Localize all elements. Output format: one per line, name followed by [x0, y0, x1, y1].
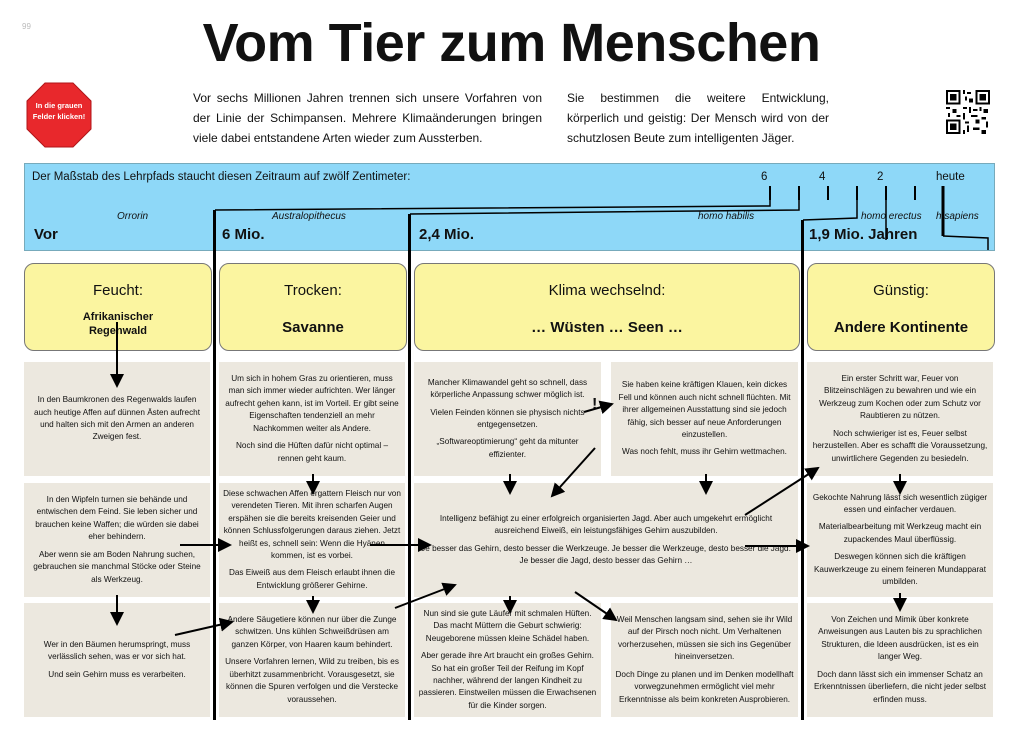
- info-cell-r1c4[interactable]: Ein erster Schritt war, Feuer von Blitze…: [807, 362, 993, 476]
- era-vor: Vor: [34, 226, 58, 243]
- species-australopithecus: Australopithecus: [272, 211, 346, 222]
- cell-paragraph: Intelligenz befähigt zu einer erfolgreic…: [439, 513, 773, 536]
- cell-paragraph: Mancher Klimawandel geht so schnell, das…: [427, 377, 588, 400]
- cell-paragraph: Um sich in hohem Gras zu orientieren, mu…: [225, 374, 399, 433]
- climate-sub: Andere Kontinente: [833, 319, 969, 336]
- cell-paragraph: Ein erster Schritt war, Feuer von Blitze…: [819, 374, 981, 421]
- climate-sub: Savanne: [282, 319, 344, 336]
- info-cell-r3c1[interactable]: Wer in den Bäumen herumspringt, muss ver…: [24, 603, 210, 717]
- page-number: 99: [22, 22, 31, 31]
- species-orrorin: Orrorin: [117, 211, 149, 222]
- climate-heading: Trocken:: [284, 282, 342, 299]
- cell-paragraph: Doch Dinge zu planen und im Denken model…: [615, 669, 794, 704]
- intro-left: Vor sechs Millionen Jahren trennen sich …: [193, 91, 542, 145]
- tick-label-heute: heute: [936, 171, 965, 183]
- badge-line1: In die grauen: [35, 101, 83, 110]
- hint-badge: In die grauen Felder klicken!: [26, 82, 92, 148]
- cell-paragraph: Von Zeichen und Mimik über konkrete Anwe…: [818, 615, 982, 662]
- era-divider-1-9: [801, 220, 804, 720]
- species-homo-erectus: homo erectus: [861, 211, 922, 222]
- cell-paragraph: Gekochte Nahrung lässt sich wesentlich z…: [812, 492, 988, 514]
- tick-label-6: 6: [761, 171, 768, 183]
- qr-code-icon[interactable]: [946, 90, 990, 134]
- badge-line2: Felder klicken!: [32, 112, 86, 121]
- cell-paragraph: Aber gerade ihre Art braucht ein großes …: [418, 651, 597, 710]
- climate-box-feucht: Feucht: Afrikanischer Regenwald: [24, 263, 212, 351]
- info-cell-r2c1[interactable]: In den Wipfeln turnen sie behände und en…: [24, 483, 210, 597]
- cell-paragraph: Noch schwieriger ist es, Feuer selbst he…: [812, 428, 988, 463]
- info-cell-r2c2[interactable]: Diese schwachen Affen ergattern Fleisch …: [219, 483, 405, 597]
- cell-paragraph: Aber wenn sie am Boden Nahrung suchen, g…: [33, 549, 201, 584]
- climate-heading: Feucht:: [92, 282, 144, 299]
- species-homo-sapiens: h.sapiens: [936, 211, 979, 222]
- info-cell-r1c1[interactable]: In den Baumkronen des Regenwalds laufen …: [24, 362, 210, 476]
- climate-box-wechselnd: Klima wechselnd: … Wüsten … Seen …: [414, 263, 800, 351]
- exclamation-mark: !: [592, 396, 598, 413]
- cell-paragraph: Deswegen können sich die kräftigen Kauwe…: [813, 552, 987, 587]
- cell-paragraph: Vielen Feinden können sie physisch nicht…: [430, 407, 585, 429]
- cell-paragraph: Was noch fehlt, muss ihr Gehirn wettmach…: [622, 447, 787, 457]
- badge-text: In die grauen Felder klicken!: [26, 100, 92, 122]
- climate-sub: Afrikanischer Regenwald: [82, 311, 154, 337]
- info-cell-r2c4[interactable]: Gekochte Nahrung lässt sich wesentlich z…: [807, 483, 993, 597]
- tick-label-4: 4: [819, 171, 826, 183]
- cell-paragraph: Sie haben keine kräftigen Klauen, kein d…: [618, 380, 791, 439]
- info-cell-r1c2[interactable]: Um sich in hohem Gras zu orientieren, mu…: [219, 362, 405, 476]
- cell-paragraph: Unsere Vorfahren lernen, Wild zu treiben…: [225, 657, 399, 704]
- cell-paragraph: Materialbearbeitung mit Werkzeug macht e…: [818, 522, 982, 544]
- cell-paragraph: Noch sind die Hüften dafür nicht optimal…: [235, 441, 388, 463]
- climate-heading: Klima wechselnd:: [548, 282, 666, 299]
- cell-paragraph: In den Baumkronen des Regenwalds laufen …: [33, 395, 200, 442]
- era-1-9-mio: 1,9 Mio. Jahren: [809, 226, 918, 243]
- cell-paragraph: „Softwareoptimierung“ geht da mitunter e…: [436, 437, 579, 459]
- tick-label-2: 2: [877, 171, 884, 183]
- scale-text: Der Maßstab des Lehrpfads staucht diesen…: [32, 171, 411, 183]
- era-2-4-mio: 2,4 Mio.: [419, 226, 475, 243]
- era-divider-6: [213, 210, 216, 720]
- info-cell-r3c3a[interactable]: Nun sind sie gute Läufer mit schmalen Hü…: [414, 603, 601, 717]
- info-cell-r3c3b[interactable]: Weil Menschen langsam sind, sehen sie ih…: [611, 603, 798, 717]
- climate-box-trocken: Trocken: Savanne: [219, 263, 407, 351]
- info-cell-r3c2[interactable]: Andere Säugetiere können nur über die Zu…: [219, 603, 405, 717]
- cell-paragraph: Andere Säugetiere können nur über die Zu…: [227, 615, 397, 649]
- cell-paragraph: Weil Menschen langsam sind, sehen sie ih…: [616, 615, 793, 662]
- cell-paragraph: Nun sind sie gute Läufer mit schmalen Hü…: [423, 608, 592, 643]
- cell-paragraph: Je besser das Gehirn, desto besser die W…: [421, 543, 791, 565]
- cell-paragraph: In den Wipfeln turnen sie behände und en…: [35, 495, 199, 542]
- cell-paragraph: Wer in den Bäumen herumspringt, muss ver…: [43, 639, 191, 662]
- info-cell-r2c3[interactable]: Intelligenz befähigt zu einer erfolgreic…: [414, 483, 798, 597]
- intro-right: Sie bestimmen die weitere Entwicklung, k…: [567, 91, 829, 145]
- cell-paragraph: Das Eiweiß aus dem Fleisch erlaubt ihnen…: [228, 568, 396, 590]
- info-cell-r1c3a[interactable]: Mancher Klimawandel geht so schnell, das…: [414, 362, 601, 476]
- climate-sub: … Wüsten … Seen …: [531, 319, 683, 336]
- era-divider-2-4: [408, 214, 411, 720]
- climate-box-guenstig: Günstig: Andere Kontinente: [807, 263, 995, 351]
- era-6-mio: 6 Mio.: [222, 226, 265, 243]
- info-cell-r3c4[interactable]: Von Zeichen und Mimik über konkrete Anwe…: [807, 603, 993, 717]
- cell-paragraph: Doch dann lässt sich ein immenser Schatz…: [813, 669, 987, 704]
- climate-heading: Günstig:: [873, 282, 929, 299]
- cell-paragraph: Diese schwachen Affen ergattern Fleisch …: [223, 488, 401, 560]
- species-homo-habilis: homo habilis: [698, 211, 755, 222]
- cell-paragraph: Und sein Gehirn muss es verarbeiten.: [48, 669, 186, 679]
- info-cell-r1c3b[interactable]: Sie haben keine kräftigen Klauen, kein d…: [611, 362, 798, 476]
- octagon-icon: [26, 82, 92, 148]
- page-title: Vom Tier zum Menschen: [202, 13, 821, 73]
